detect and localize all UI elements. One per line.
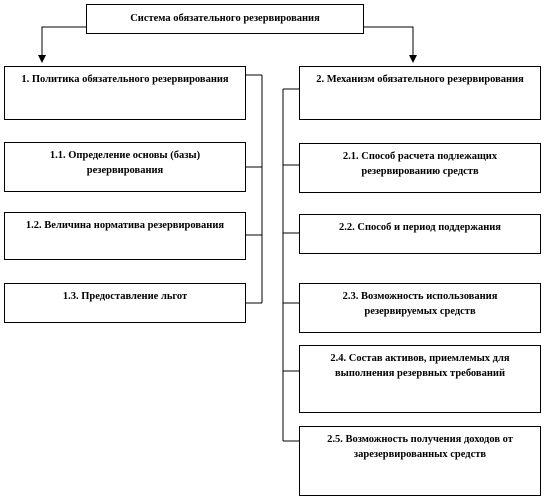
left-bracket xyxy=(246,74,263,304)
left-item-3-label: 1.3. Предоставление льгот xyxy=(62,291,188,302)
root-label: Система обязательного резервирования xyxy=(130,13,320,25)
right-item-4-box: 2.4. Состав активов, приемлемых для выпо… xyxy=(299,345,541,413)
right-item-5-box: 2.5. Возможность получения доходов от за… xyxy=(299,426,541,496)
right-item-1-label: 2.1. Способ расчета подлежащих резервиро… xyxy=(342,151,498,178)
right-item-4-label: 2.4. Состав активов, приемлемых для выпо… xyxy=(330,353,510,380)
arrow-root-to-left xyxy=(38,26,86,63)
right-item-2-box: 2.2. Способ и период поддержания xyxy=(299,214,541,254)
right-item-2-label: 2.2. Способ и период поддержания xyxy=(339,222,501,233)
right-item-5-label: 2.5. Возможность получения доходов от за… xyxy=(327,434,513,461)
left-item-2-label: 1.2. Величина норматива резервирования xyxy=(25,220,225,231)
right-main-label: 2. Механизм обязательного резервирования xyxy=(316,74,524,85)
right-item-1-box: 2.1. Способ расчета подлежащих резервиро… xyxy=(299,143,541,193)
right-item-3-label: 2.3. Возможность использования резервиру… xyxy=(342,291,498,318)
left-main-label: 1. Политика обязательного резервирования xyxy=(21,74,229,85)
right-bracket xyxy=(282,88,299,442)
arrow-root-to-right xyxy=(364,26,417,63)
root-box: Система обязательного резервирования xyxy=(86,4,364,34)
left-main-box: 1. Политика обязательного резервирования xyxy=(4,66,246,120)
left-item-3-box: 1.3. Предоставление льгот xyxy=(4,283,246,323)
left-item-1-box: 1.1. Определение основы (базы) резервиро… xyxy=(4,142,246,192)
right-main-box: 2. Механизм обязательного резервирования xyxy=(299,66,541,120)
left-item-1-label: 1.1. Определение основы (базы) резервиро… xyxy=(49,150,201,177)
right-item-3-box: 2.3. Возможность использования резервиру… xyxy=(299,283,541,333)
left-item-2-box: 1.2. Величина норматива резервирования xyxy=(4,212,246,260)
